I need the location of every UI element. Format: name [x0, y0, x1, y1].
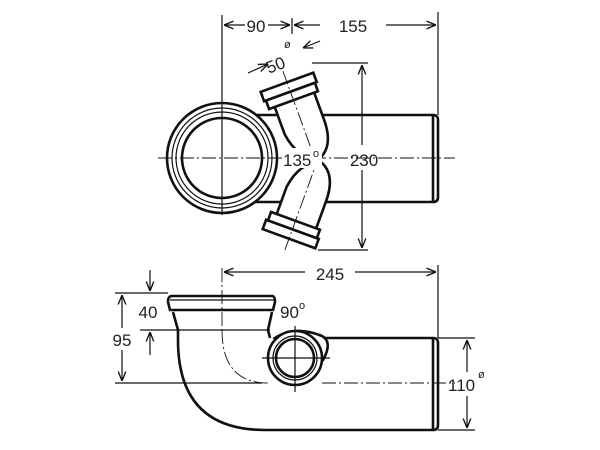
top-branch-upper [259, 70, 330, 170]
dim-155-label: 155 [339, 17, 367, 36]
diameter-symbol-50: ø [284, 39, 291, 51]
side-socket-top [166, 294, 277, 312]
angle-90-label: 90 [280, 303, 299, 322]
diameter-symbol-110: ø [478, 369, 485, 381]
top-view: 90 155 50 ø 230 135 o [158, 12, 455, 251]
dim-40-label: 40 [139, 303, 158, 322]
dim-230-label: 230 [350, 151, 378, 170]
top-branch-lower [261, 151, 332, 251]
side-view: 245 40 95 90 o 110 ø [113, 265, 485, 432]
angle-135-label: 135 [283, 151, 311, 170]
degree-symbol-135: o [313, 148, 319, 160]
dim-110-label: 110 [448, 376, 475, 395]
dim-95-label: 95 [113, 331, 132, 350]
side-branch-socket [262, 326, 330, 392]
degree-symbol-90: o [299, 300, 305, 312]
dim-245-label: 245 [316, 265, 344, 284]
dim-90-label: 90 [247, 17, 266, 36]
top-pipe-body [255, 113, 440, 204]
